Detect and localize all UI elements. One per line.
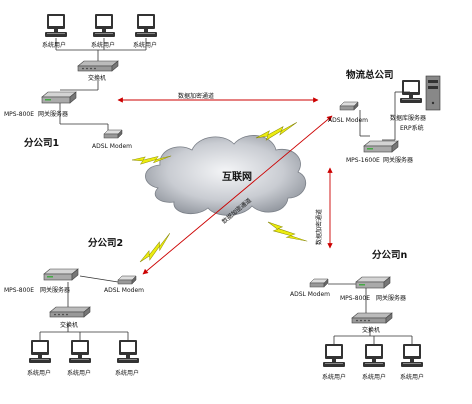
modem-icon — [339, 101, 359, 111]
modem-label: ADSL Modem — [328, 117, 368, 124]
modem-icon — [309, 278, 329, 288]
user-pc-icon — [29, 340, 51, 363]
internet-cloud: 互联网 — [145, 135, 307, 216]
user-pc-icon — [401, 344, 423, 367]
erp-label: ERP系统 — [400, 124, 424, 132]
gateway-icon — [363, 140, 399, 153]
channel-label-vertical: 数据加密通道 — [315, 209, 323, 245]
db-server-label: 数据库服务器 — [390, 114, 426, 122]
branch2-title: 分公司2 — [88, 237, 123, 249]
branch2: 分公司2 MPS-800E 网关服务器 ADSL Modem 交换机 系统用户 … — [4, 237, 144, 377]
user-label: 系统用户 — [362, 373, 386, 381]
gateway-label: 网关服务器 — [38, 110, 68, 118]
user-pc-icon — [69, 340, 91, 363]
branch1-title: 分公司1 — [24, 137, 59, 149]
modem-label: ADSL Modem — [104, 287, 144, 294]
user-pc-icon — [363, 344, 385, 367]
branchn: 分公司n ADSL Modem MPS-800E 网关服务器 交换机 系统用户 … — [290, 249, 424, 381]
switch-label: 交换机 — [60, 321, 78, 329]
gateway-icon — [43, 268, 79, 281]
user-pc-icon — [93, 14, 115, 37]
channel-label-top: 数据加密通道 — [178, 92, 214, 100]
user-label: 系统用户 — [27, 369, 51, 377]
switch-icon — [49, 306, 91, 318]
gateway-model: MPS-800E — [4, 287, 34, 294]
user-pc-icon — [323, 344, 345, 367]
switch-label: 交换机 — [88, 74, 106, 82]
user-label: 系统用户 — [322, 373, 346, 381]
branch1: 系统用户 系统用户 系统用户 交换机 MPS-800E 网关服务器 ADSL M… — [4, 14, 157, 150]
hq: 物流总公司 数据库服务器 ERP系统 ADSL Modem MPS-1600E … — [328, 69, 441, 164]
gateway-model: MPS-800E — [340, 295, 370, 302]
user-label: 系统用户 — [91, 41, 115, 49]
switch-label: 交换机 — [362, 326, 380, 334]
switch-icon — [351, 312, 393, 324]
user-label: 系统用户 — [42, 41, 66, 49]
modem-icon — [117, 275, 137, 285]
server-monitor-icon — [400, 80, 422, 103]
gateway-model: MPS-1600E — [346, 157, 380, 164]
modem-label: ADSL Modem — [92, 143, 132, 150]
gateway-icon — [41, 91, 77, 104]
user-pc-icon — [45, 14, 67, 37]
internet-label: 互联网 — [222, 170, 252, 183]
hq-title: 物流总公司 — [346, 69, 394, 81]
bolt-branch2 — [134, 232, 177, 265]
channel-branch2-hq — [142, 115, 333, 275]
user-label: 系统用户 — [400, 373, 424, 381]
modem-label: ADSL Modem — [290, 291, 330, 298]
user-pc-icon — [117, 340, 139, 363]
gateway-label: 网关服务器 — [376, 294, 406, 302]
gateway-label: 网关服务器 — [40, 286, 70, 294]
user-label: 系统用户 — [67, 369, 91, 377]
user-pc-icon — [135, 14, 157, 37]
user-label: 系统用户 — [115, 369, 139, 377]
branchn-title: 分公司n — [372, 249, 408, 261]
switch-icon — [77, 60, 119, 72]
server-tower-icon — [425, 75, 441, 111]
gateway-model: MPS-800E — [4, 111, 34, 118]
gateway-icon — [355, 276, 391, 289]
encrypted-channels — [117, 97, 333, 275]
bolt-branchn — [265, 212, 308, 253]
modem-icon — [103, 129, 123, 139]
user-label: 系统用户 — [133, 41, 157, 49]
gateway-label: 网关服务器 — [383, 156, 413, 164]
